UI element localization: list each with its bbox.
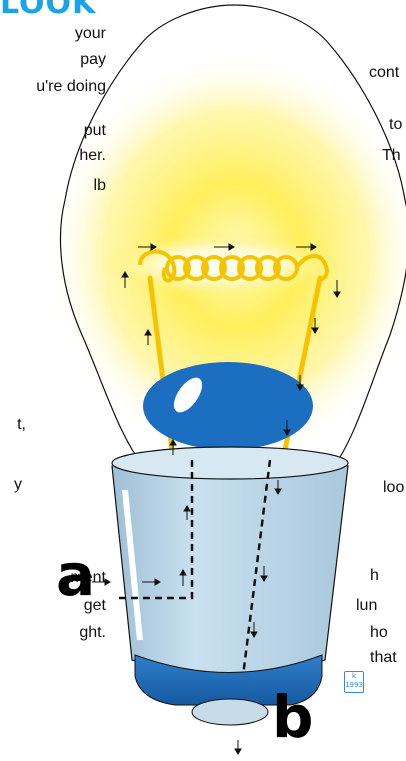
left-text-line-12: ght. [79, 623, 106, 643]
left-text-line-1: your [75, 24, 106, 44]
right-text-line-7: ho [370, 623, 388, 643]
right-text-line-8: that [370, 648, 397, 668]
signature-line-1: k [345, 672, 363, 681]
right-text-line-5: h [370, 566, 379, 586]
heading-fragment: LOOK [0, 0, 96, 21]
signature-line-2: 1993 [345, 681, 363, 690]
lamp-base [112, 452, 348, 675]
right-text-line-3: Th [382, 146, 401, 166]
right-text-line-4: loo [383, 478, 404, 498]
label-b: b [272, 688, 314, 746]
right-text-line-2: to [389, 115, 402, 135]
solder-contact [192, 699, 268, 725]
right-text-line-6: lun [356, 596, 377, 616]
stem-bead [143, 362, 313, 450]
label-a: a [56, 546, 95, 604]
base-rim [112, 447, 348, 479]
left-text-line-4: put [84, 121, 106, 141]
left-text-line-6: lb [94, 176, 106, 196]
left-text-line-5: her. [79, 146, 106, 166]
right-text-line-1: cont [369, 63, 399, 83]
left-text-line-7: t, [17, 415, 26, 435]
signature-stamp: k 1993 [344, 671, 364, 693]
left-text-line-8: y [14, 475, 22, 495]
left-text-line-3: u're doing [36, 77, 106, 97]
left-text-line-2: pay [80, 50, 106, 70]
